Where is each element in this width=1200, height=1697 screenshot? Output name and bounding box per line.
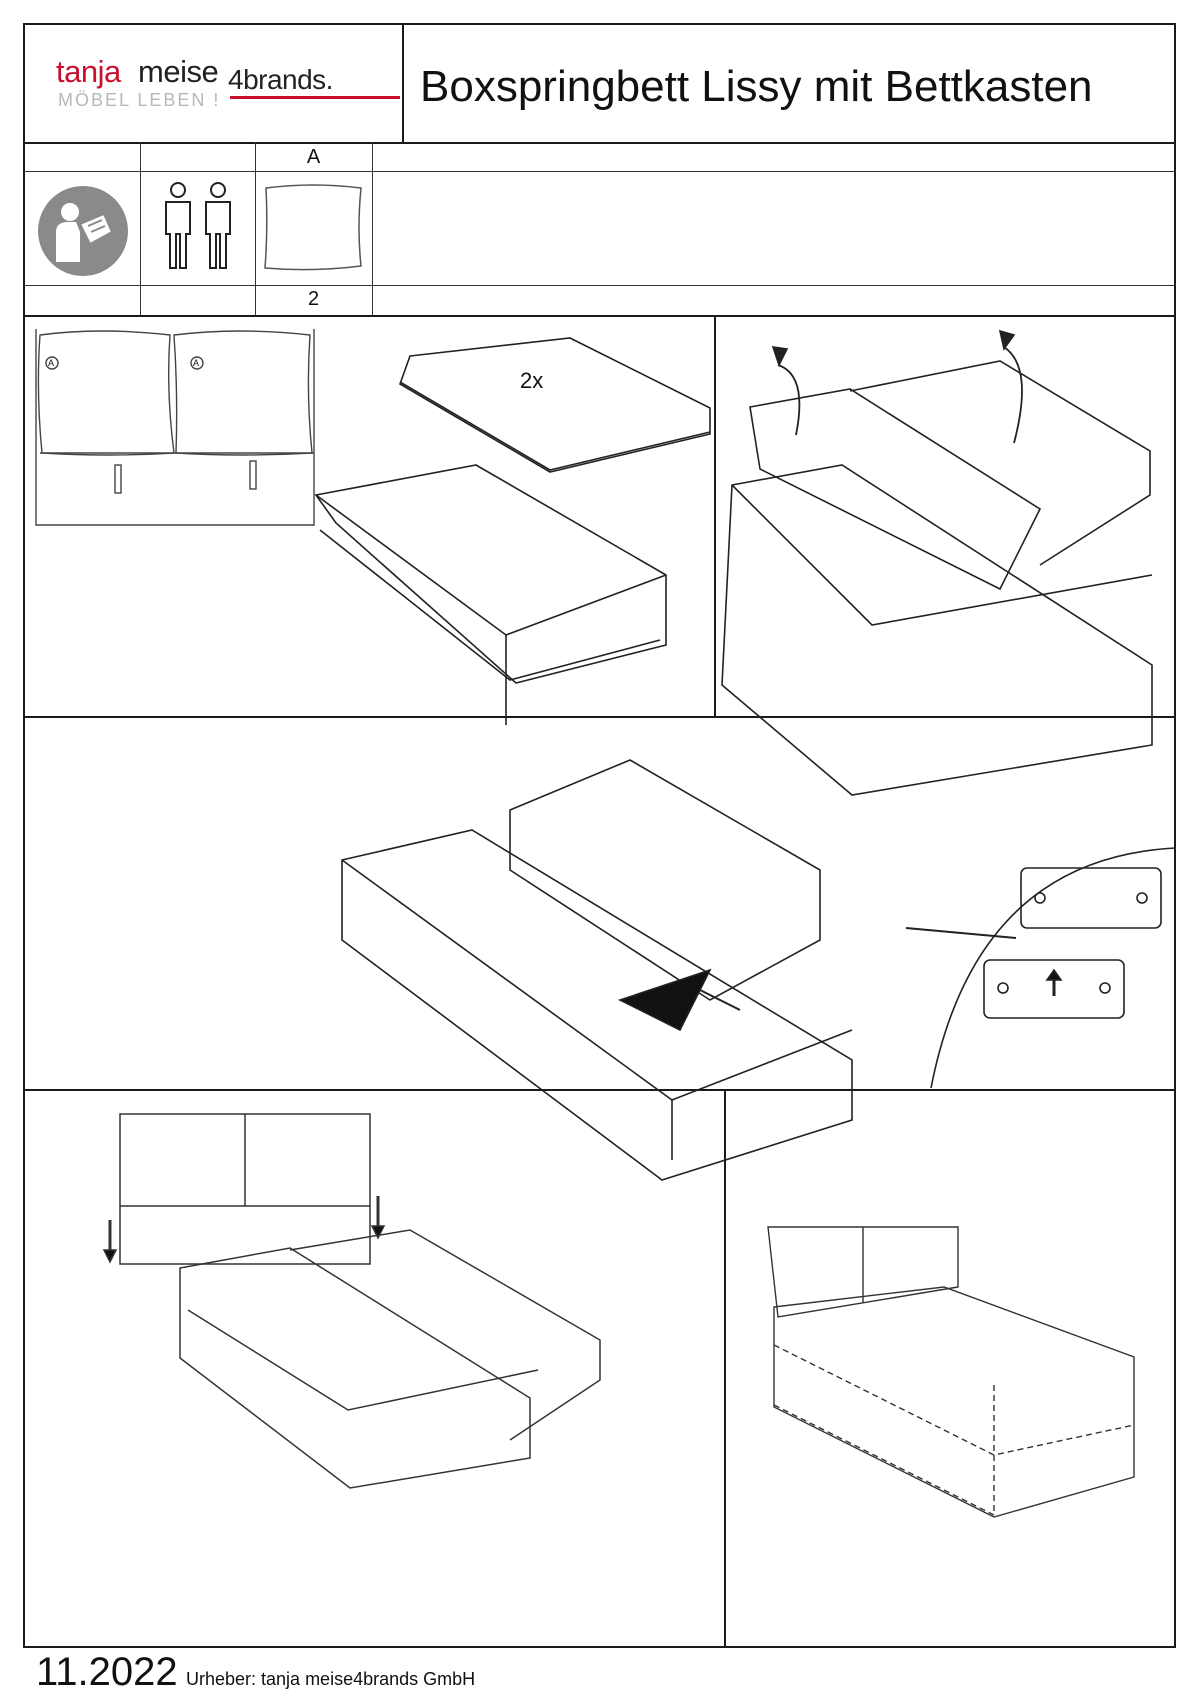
part-letter: A <box>306 146 321 168</box>
connector-detail-icon <box>905 847 1177 1089</box>
table-col-line <box>372 142 373 315</box>
page-title: Boxspringbett Lissy mit Bettkasten <box>420 62 1093 111</box>
table-col-line <box>140 142 141 315</box>
panel-divider <box>23 1089 1176 1091</box>
logo-word-3: 4brands. <box>228 64 333 95</box>
part-quantity: 2 <box>307 288 320 310</box>
headboard-drawing <box>35 329 315 526</box>
cushion-part-icon <box>264 184 362 271</box>
step1-quantity-label: 2x <box>520 368 544 393</box>
logo-word-1: tanja <box>56 54 121 89</box>
read-instructions-icon <box>38 186 128 276</box>
two-persons-icon <box>165 182 231 269</box>
lift-drawing <box>721 329 1153 796</box>
document-frame <box>23 23 1176 1648</box>
logo-tagline: MÖBEL LEBEN ! <box>58 90 221 110</box>
marker-a-right: A <box>193 358 200 368</box>
marker-a-left: A <box>48 358 55 368</box>
panel-divider <box>23 716 1176 718</box>
table-row-line <box>23 171 1176 172</box>
panel-divider <box>714 315 716 717</box>
connector-drawing <box>341 759 853 1181</box>
table-col-line <box>255 142 256 315</box>
finished-bed-drawing <box>767 1226 1135 1518</box>
table-bottom-line <box>23 315 1176 317</box>
attach-headboard-drawing <box>102 1113 601 1489</box>
header-bottom-line <box>23 142 1176 144</box>
document-author: Urheber: tanja meise4brands GmbH <box>186 1669 476 1689</box>
document-date: 11.2022 <box>36 1650 178 1694</box>
panel-divider <box>724 1089 726 1648</box>
table-row-line <box>23 285 1176 286</box>
logo-underline <box>230 96 400 99</box>
header-divider <box>402 23 404 143</box>
bed-base-drawing <box>314 337 711 725</box>
logo-word-2: meise <box>138 54 219 89</box>
